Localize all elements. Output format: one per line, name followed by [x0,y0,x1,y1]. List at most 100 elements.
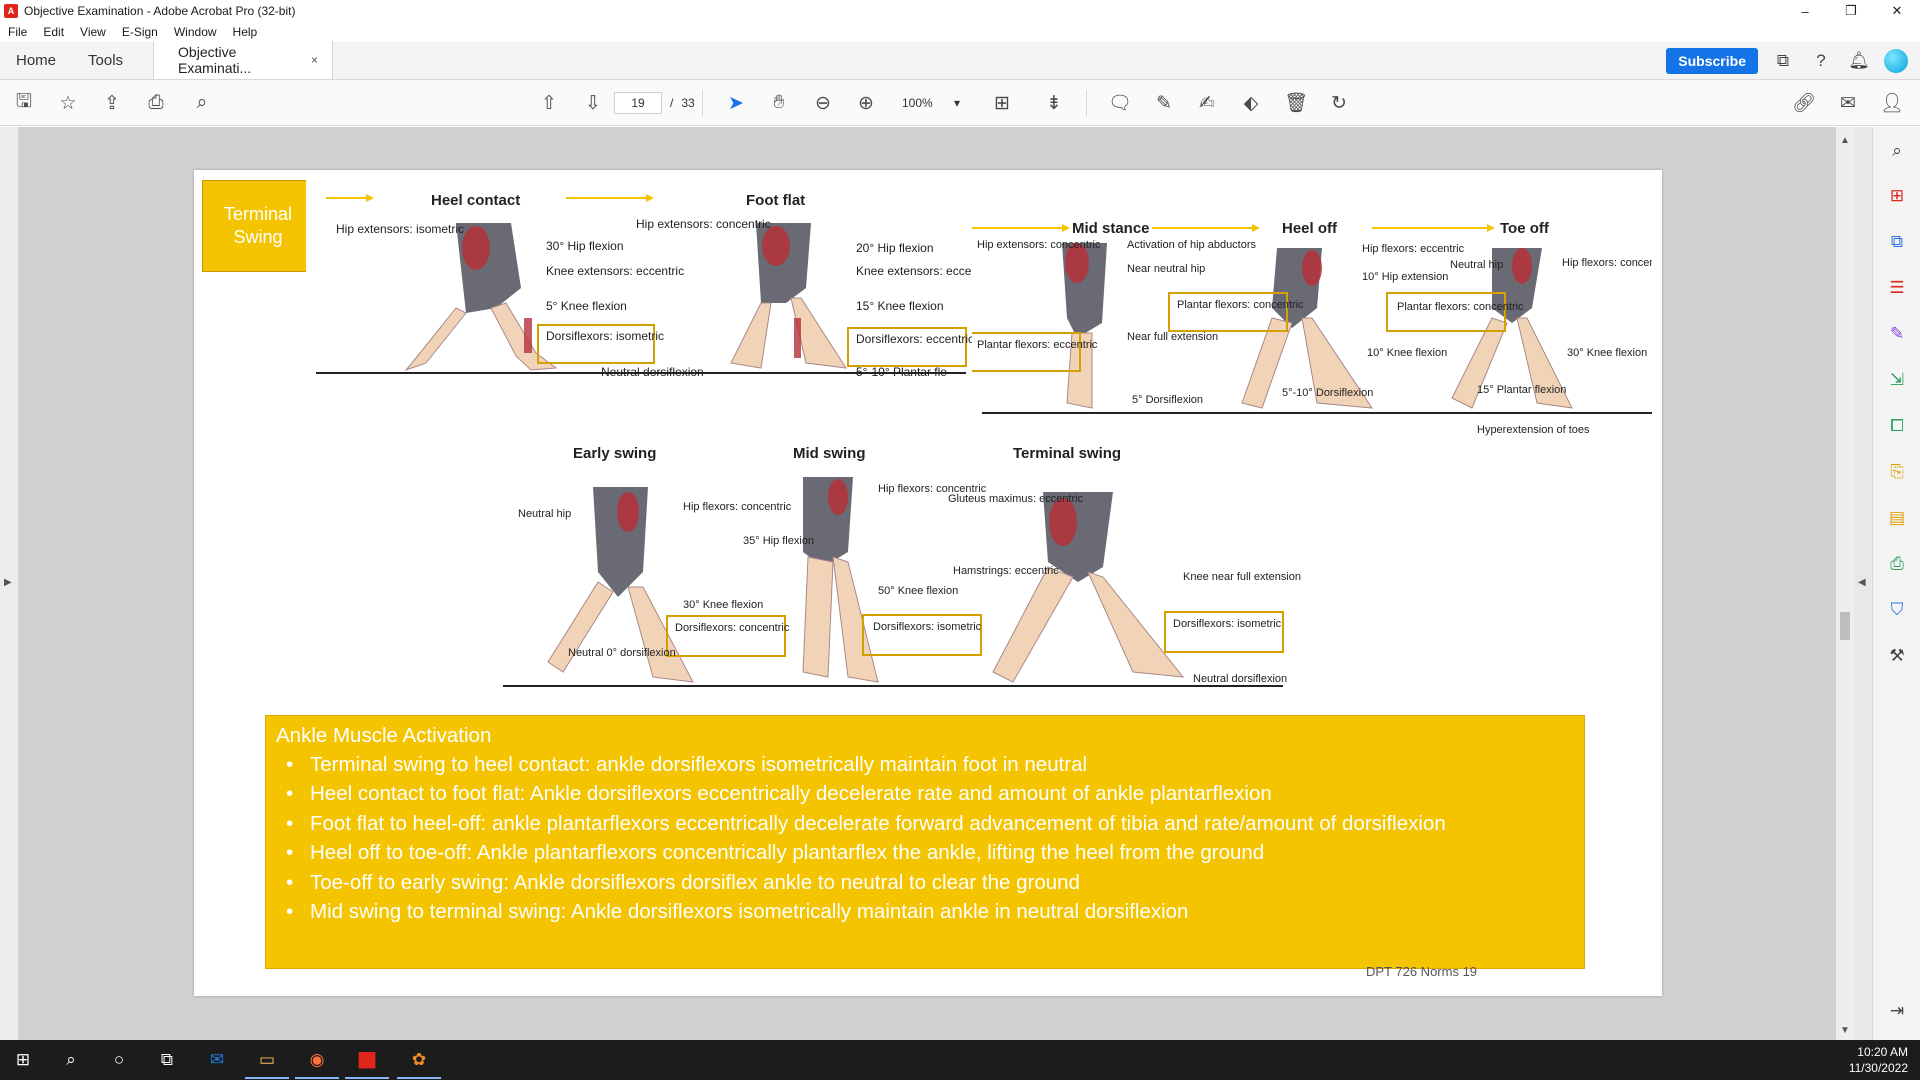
zoom-in-icon[interactable]: ⊕ [858,92,874,114]
label-hamstrings-eccentric: Hamstrings: eccentric [953,565,1059,577]
label-hip-extensors-isometric: Hip extensors: isometric [336,222,464,236]
scroll-up-icon[interactable]: ▲ [1840,135,1850,146]
delete-icon[interactable]: 🗑︎ [1283,93,1309,114]
hand-tool-icon[interactable]: ✋︎ [773,92,785,113]
firefox-icon[interactable]: ◉ [295,1046,339,1079]
email-icon[interactable]: ✉ [1840,92,1856,114]
list-item: Mid swing to terminal swing: Ankle dorsi… [276,897,1574,927]
highlight-pen-icon[interactable]: ✎ [1156,92,1172,114]
request-signature-icon[interactable]: ⎘ [1890,462,1904,481]
comment-tool-icon[interactable]: ▤ [1888,508,1906,527]
task-view-icon[interactable]: ⧉ [160,1050,174,1069]
tab-document[interactable]: Objective Examinati... × [153,41,334,79]
terminal-swing-label: Terminal Swing [202,180,314,272]
label-neutral-dorsiflexion: Neutral dorsiflexion [601,365,704,379]
protect-shield-icon[interactable]: ⛉ [1890,600,1904,619]
window-title: Objective Examination - Adobe Acrobat Pr… [24,4,296,18]
combine-files-icon[interactable]: ⧉ [1890,232,1904,251]
find-icon[interactable]: ⌕ [196,92,208,113]
label-neutral-hip: Neutral hip [1450,259,1503,271]
label-dorsiflexors-isometric: Dorsiflexors: isometric [873,621,982,633]
export-pdf-icon[interactable]: ⇲ [1889,370,1905,389]
label-plantar-flexors-eccentric: Plantar flexors: eccentric [977,339,1098,351]
collapse-panel-icon[interactable]: ⇥ [1889,1001,1905,1020]
label-50-knee-flexion: 50° Knee flexion [878,585,958,597]
list-item: Toe-off to early swing: Ankle dorsiflexo… [276,868,1574,898]
tab-home[interactable]: Home [16,51,57,69]
share-link-icon[interactable]: 🔗︎ [1791,93,1817,114]
label-hip-flexors-concentric: Hip flexors: concentric [1562,257,1652,269]
cortana-icon[interactable]: ○ [113,1050,125,1069]
tab-tools[interactable]: Tools [88,51,124,69]
bookmark-star-icon[interactable]: ☆ [59,92,77,114]
zoom-search-icon[interactable]: ⌕ [1892,141,1902,160]
restore-button[interactable]: ❐ [1845,3,1857,18]
label-20-hip-flexion: 20° Hip flexion [856,241,934,255]
menu-file[interactable]: File [8,25,28,39]
document-viewport[interactable]: ▶ ▲ ▼ ◀ Terminal Swing Heel contact Foot… [0,127,1872,1040]
system-clock[interactable]: 10:20 AM 11/30/2022 [1849,1044,1908,1076]
comment-icon[interactable]: 🗨︎ [1107,93,1133,114]
label-gluteus-maximus-eccentric: Gluteus maximus: eccentric [948,493,1084,505]
menu-edit[interactable]: Edit [43,25,65,39]
vertical-scrollbar[interactable]: ▲ ▼ [1836,127,1854,1040]
close-button[interactable]: ✕ [1891,3,1903,18]
label-neutral-hip: Neutral hip [518,508,571,520]
label-hip-flexors-concentric-2: Hip flexors: concentric [878,483,987,495]
label-near-full-extension: Near full extension [1127,331,1218,343]
zoom-out-icon[interactable]: ⊖ [815,92,831,114]
menu-window[interactable]: Window [173,25,217,39]
subscribe-button[interactable]: Subscribe [1666,48,1758,74]
scroll-down-icon[interactable]: ▼ [1840,1025,1850,1036]
outlook-icon[interactable]: ✉ [209,1050,225,1069]
sign-icon[interactable]: ✍︎ [1199,92,1215,114]
scan-ocr-icon[interactable]: ⎙ [1890,554,1904,573]
previous-page-icon[interactable]: ⇧ [541,92,557,114]
save-icon[interactable]: 🖫︎ [15,91,33,112]
create-pdf-icon[interactable]: ⊞ [1889,186,1905,205]
label-neutral-0-dorsiflexion: Neutral 0° dorsiflexion [568,647,676,659]
select-cursor-icon[interactable]: ➤ [728,92,744,114]
organize-pages-icon[interactable]: ☰ [1889,278,1905,297]
label-5-dorsiflexion: 5° Dorsiflexion [1132,394,1203,406]
pdf-page: Terminal Swing Heel contact Foot flat [194,170,1662,996]
right-panel-toggle[interactable]: ◀ [1854,127,1872,1040]
windows-start-icon[interactable]: ⊞ [15,1050,31,1069]
next-page-icon[interactable]: ⇩ [585,92,601,114]
tab-close-icon[interactable]: × [311,53,319,67]
stamp-icon[interactable]: ⬖ [1243,92,1259,114]
phase-heel-off: Heel off [1282,220,1338,237]
more-tools-icon[interactable]: ⚒︎ [1889,646,1905,665]
title-bar: A Objective Examination - Adobe Acrobat … [0,0,1920,22]
menu-esign[interactable]: E-Sign [121,25,158,39]
window-controls: – ❐ ✕ [1782,0,1920,22]
left-panel-toggle[interactable]: ▶ [0,127,18,1040]
app-icon[interactable]: ✿ [397,1046,441,1079]
search-icon[interactable]: ⌕ [66,1050,76,1069]
avatar[interactable] [1884,49,1908,73]
share-screen-icon[interactable]: ⧉ [1776,51,1790,70]
label-hip-flexors-eccentric: Hip flexors: eccentric [1362,243,1465,255]
label-dorsiflexors-concentric: Dorsiflexors: concentric [675,622,790,634]
scroll-thumb[interactable] [1840,612,1850,640]
zoom-select[interactable]: 100% ▾ [898,92,964,114]
menu-help[interactable]: Help [232,25,258,39]
rotate-icon[interactable]: ↻ [1331,92,1347,114]
fit-page-icon[interactable]: ⊞ [994,92,1010,114]
print-icon[interactable]: ⎙ [148,92,164,113]
scroll-mode-icon[interactable]: ⇟ [1046,92,1062,114]
page-number-input[interactable]: 19 [614,92,662,114]
edit-pdf-icon[interactable]: ⧠ [1890,416,1904,435]
fill-sign-icon[interactable]: ✎ [1889,324,1905,343]
help-icon[interactable]: ? [1816,51,1826,70]
list-item: Heel off to toe-off: Ankle plantarflexor… [276,838,1574,868]
bell-icon[interactable]: 🔔︎ [1848,51,1870,70]
minimize-button[interactable]: – [1801,3,1809,19]
file-explorer-icon[interactable]: ▭ [245,1046,289,1079]
bullet-list: Terminal swing to heel contact: ankle do… [276,750,1574,927]
add-user-icon[interactable]: 👤︎ [1879,93,1905,114]
upload-cloud-icon[interactable]: ⇪ [104,92,120,114]
menu-view[interactable]: View [80,25,106,39]
box-heading: Ankle Muscle Activation [276,724,492,747]
acrobat-taskbar-icon[interactable]: ⬛︎ [345,1046,389,1079]
